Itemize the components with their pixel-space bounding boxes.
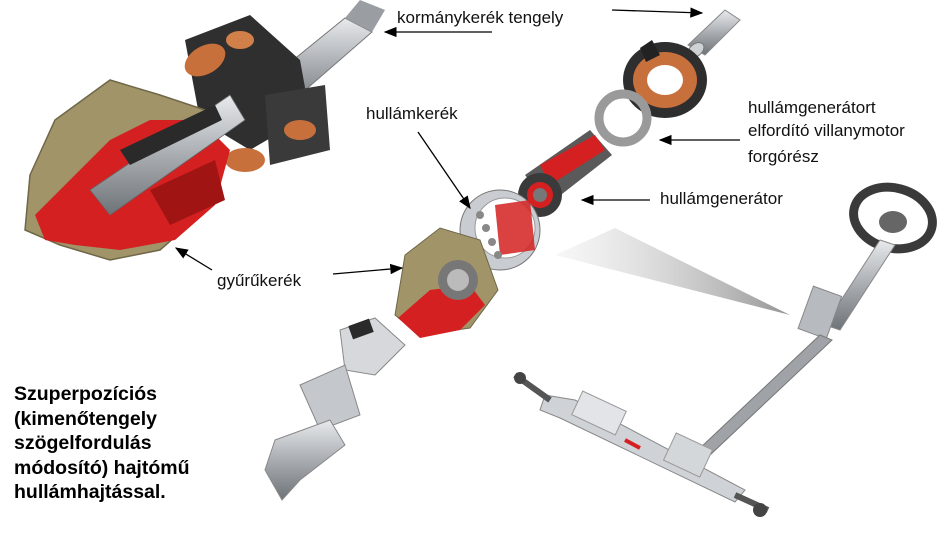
wave-generator bbox=[518, 130, 612, 217]
steering-system bbox=[513, 182, 937, 517]
label-motor-rotor-line1: hullámgenerátort bbox=[748, 98, 876, 117]
caption-line: hullámhajtással. bbox=[14, 481, 166, 503]
label-motor-rotor-line2: elfordító villanymotor bbox=[748, 121, 905, 140]
label-motor-rotor-line3: forgórész bbox=[748, 147, 819, 166]
universal-joint bbox=[264, 317, 406, 501]
arrow-shaft-right bbox=[611, 7, 704, 18]
cutaway-assembly bbox=[24, 0, 385, 261]
ring-gear bbox=[394, 227, 499, 338]
arrow-ring-gear-left bbox=[174, 247, 213, 271]
label-steering-shaft: kormánykerék tengely bbox=[397, 8, 564, 27]
label-wave-wheel: hullámkerék bbox=[366, 104, 458, 123]
arrow-ring-gear-right bbox=[332, 263, 404, 275]
zoom-cone bbox=[555, 228, 790, 315]
label-wave-generator: hullámgenerátor bbox=[660, 189, 783, 208]
retaining-ring bbox=[594, 89, 652, 147]
caption-line: szögelfordulás bbox=[14, 432, 152, 454]
caption: Szuperpozíciós (kimenőtengely szögelford… bbox=[14, 382, 189, 505]
callout-arrows bbox=[174, 7, 740, 275]
caption-line: Szuperpozíciós bbox=[14, 383, 158, 405]
label-ring-gear: gyűrűkerék bbox=[217, 271, 302, 290]
arrow-wave-wheel bbox=[417, 131, 471, 210]
caption-line: módosító) hajtómű bbox=[14, 456, 190, 479]
caption-line: (kimenőtengely bbox=[14, 407, 158, 430]
